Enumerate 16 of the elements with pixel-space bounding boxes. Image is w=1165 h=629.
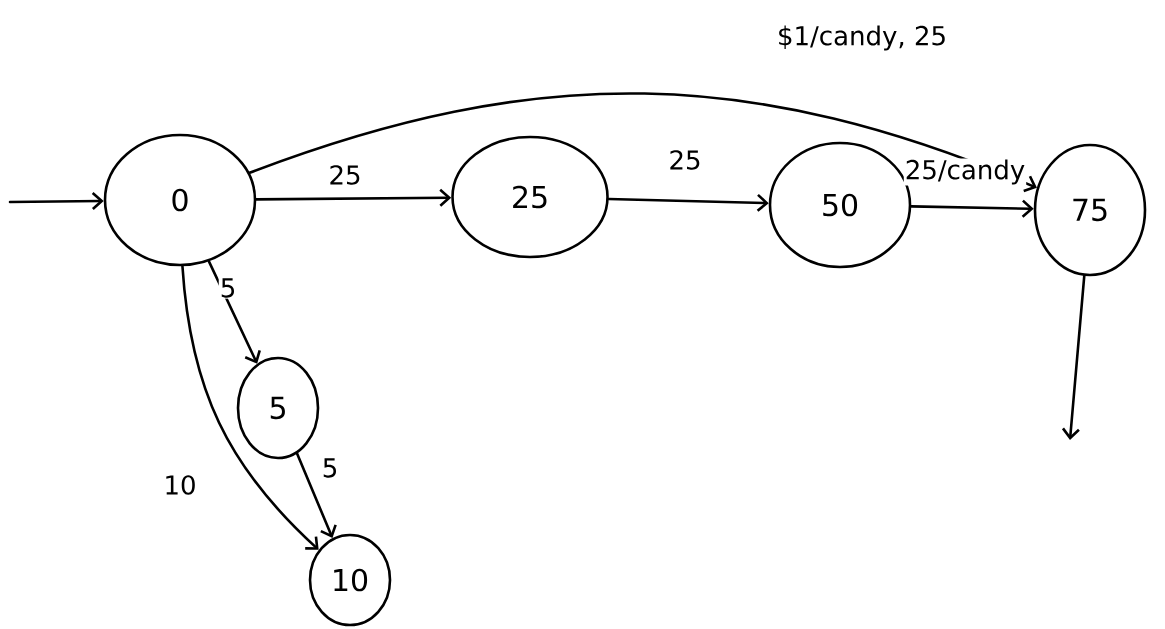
arrow: [181, 264, 319, 550]
arrow: [207, 260, 261, 364]
arrow: [295, 452, 337, 539]
edge-label: 5: [320, 457, 340, 479]
edge-label: 25/candy: [903, 158, 1027, 186]
edge-label: 5: [218, 277, 238, 299]
arrow: [255, 188, 452, 207]
edge-label: 10: [162, 474, 198, 496]
arrow: [607, 193, 769, 212]
arrow: [8, 192, 104, 210]
arrow: [248, 92, 1037, 193]
arrow: [910, 199, 1034, 218]
edge-label: 25: [667, 149, 703, 171]
edge-label: 25: [327, 164, 363, 186]
edge-label: $1/candy, 25: [776, 24, 949, 52]
arrow: [1061, 274, 1086, 440]
